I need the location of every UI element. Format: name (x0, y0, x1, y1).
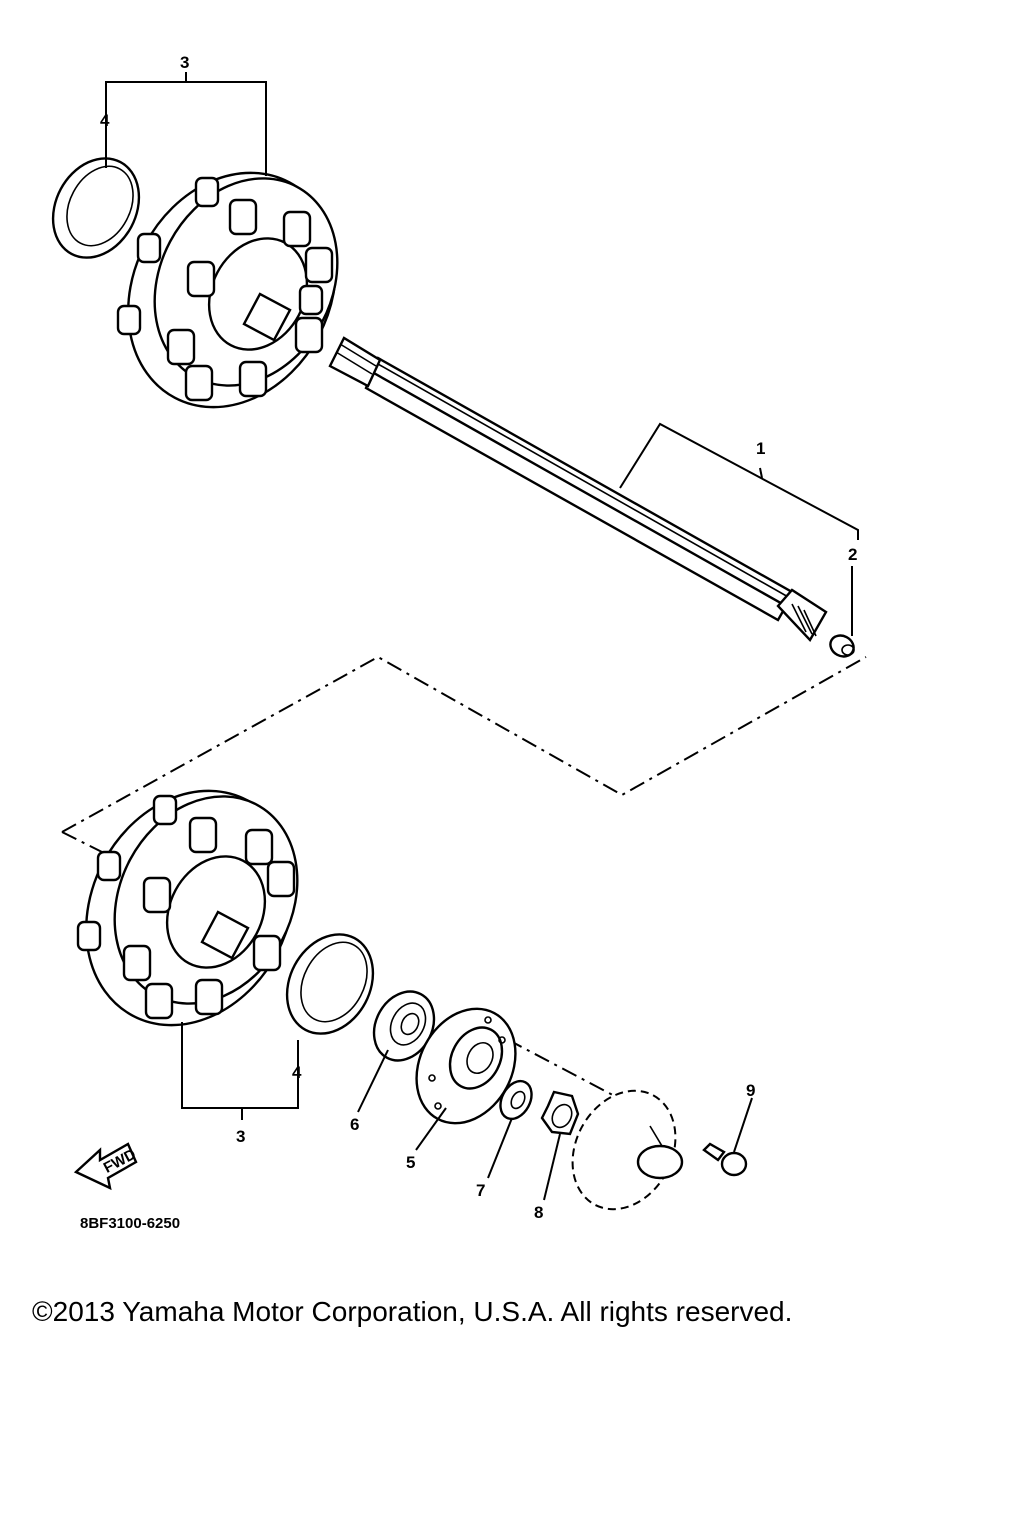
ring-top (51, 157, 141, 259)
bolt (702, 1142, 748, 1177)
forward-arrow-icon: FWD (73, 1142, 139, 1191)
copyright-notice: ©2013 Yamaha Motor Corporation, U.S.A. A… (32, 1296, 793, 1327)
callout-4-bottom: 4 (292, 1063, 302, 1082)
callout-2: 2 (848, 545, 857, 564)
callout-3-top: 3 (180, 53, 189, 72)
sprocket-teeth-bottom (76, 794, 296, 1020)
drive-sprocket-bottom (76, 789, 299, 1027)
ring-bottom (285, 933, 375, 1035)
diagram-code: 8BF3100-6250 (80, 1215, 180, 1232)
exploded-parts-diagram: FWD 3 4 1 2 4 3 6 5 7 8 9 8BF3100-6250 (51, 53, 867, 1232)
sprocket-teeth-top (116, 176, 334, 402)
drive-sprocket-top (116, 171, 339, 409)
leader-lines (105, 72, 859, 1201)
outer-cover (571, 1089, 684, 1211)
callout-9: 9 (746, 1081, 755, 1100)
shaft-spline-end (328, 336, 382, 388)
callout-4-top: 4 (100, 111, 110, 130)
callout-7: 7 (476, 1181, 485, 1200)
callout-numbers: 3 4 1 2 4 3 6 5 7 8 9 (100, 53, 857, 1222)
callout-3-bottom: 3 (236, 1127, 245, 1146)
shaft-threaded-end (776, 588, 828, 643)
nut (540, 1090, 580, 1136)
callout-1: 1 (756, 439, 765, 458)
callout-6: 6 (350, 1115, 359, 1134)
bearing (372, 990, 436, 1062)
pin (829, 634, 855, 658)
drive-shaft (328, 336, 828, 643)
callout-8: 8 (534, 1203, 543, 1222)
callout-5: 5 (406, 1153, 415, 1172)
washer (499, 1079, 533, 1121)
